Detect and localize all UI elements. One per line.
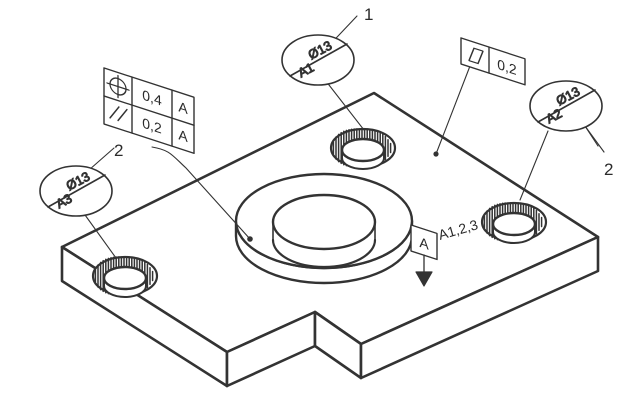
fcf-row2-datum: A (178, 127, 188, 146)
balloon-a1-bottom-text: A1 (295, 60, 316, 81)
datum-triangle-icon (415, 271, 433, 287)
balloon-a3-bottom-text: A3 (53, 191, 74, 212)
fcf-row2-tolerance: 0,2 (142, 116, 161, 138)
flatness-symbol-icon (468, 47, 484, 65)
flatness-tolerance: 0,2 (497, 57, 516, 79)
position-symbol-icon (106, 74, 130, 99)
item-number-2-right: 2 (604, 160, 613, 179)
fcf-row1-datum: A (178, 99, 188, 118)
datum-letter: A (419, 235, 429, 254)
fcf-table[interactable]: 0,4 A 0,2 A (103, 67, 195, 154)
plate-side-faces (60, 235, 600, 388)
item-number-2-left: 2 (114, 141, 123, 160)
flatness-frame[interactable]: 0,2 (460, 37, 526, 86)
balloon-a2-bottom-text: A2 (543, 106, 564, 127)
hole-a2 (480, 201, 548, 244)
parallelism-symbol-icon (109, 106, 128, 122)
balloon-a3[interactable]: Ø13 A3 (39, 165, 113, 217)
fcf-row1-tolerance: 0,4 (142, 88, 161, 110)
hole-a1 (329, 127, 397, 170)
central-boss (234, 172, 414, 285)
balloon-a1[interactable]: Ø13 A1 (281, 34, 355, 86)
item-number-1: 1 (364, 5, 373, 24)
balloon-a2[interactable]: Ø13 A2 (529, 80, 603, 132)
hole-a3 (91, 255, 159, 298)
